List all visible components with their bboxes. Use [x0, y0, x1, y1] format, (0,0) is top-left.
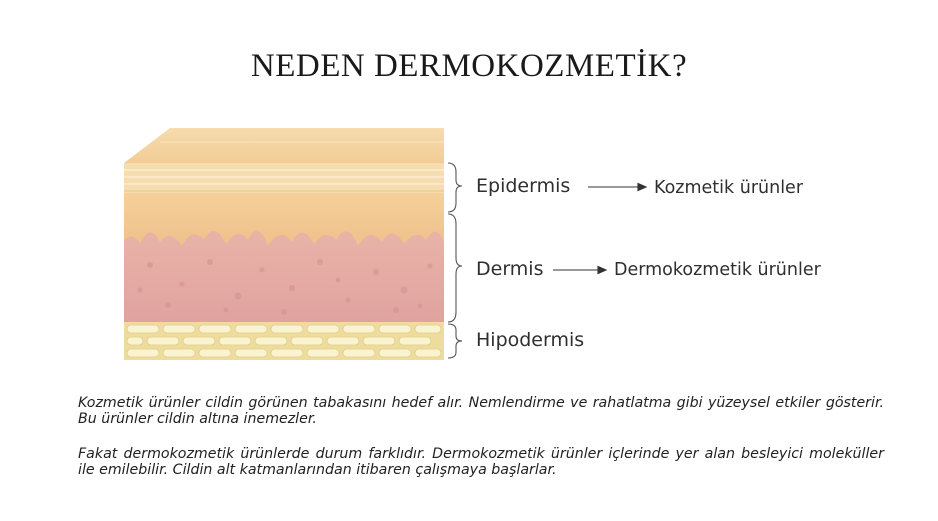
fat-cells: [126, 324, 442, 358]
skin-surface: [124, 128, 444, 163]
hipodermis-bracket: [447, 323, 463, 359]
paragraph-1: Kozmetik ürünler cildin görünen tabakası…: [78, 395, 884, 427]
page-title: NEDEN DERMOKOZMETİK?: [250, 48, 688, 84]
epidermis-bracket: [447, 162, 463, 213]
hipodermis-label: Hipodermis: [476, 329, 585, 351]
epidermis-stratum: [124, 163, 444, 193]
dermis-bracket: [447, 213, 463, 323]
paragraph-2: Fakat dermokozmetik ürünlerde durum fark…: [78, 446, 884, 478]
dermokozmetik-products-label: Dermokozmetik ürünler: [614, 260, 821, 280]
dermis-texture: [137, 259, 433, 315]
dermis-label: Dermis: [476, 258, 544, 280]
epidermis-label: Epidermis: [476, 175, 571, 197]
kozmetik-products-label: Kozmetik ürünler: [654, 178, 804, 198]
dermis-layer: [124, 230, 444, 322]
